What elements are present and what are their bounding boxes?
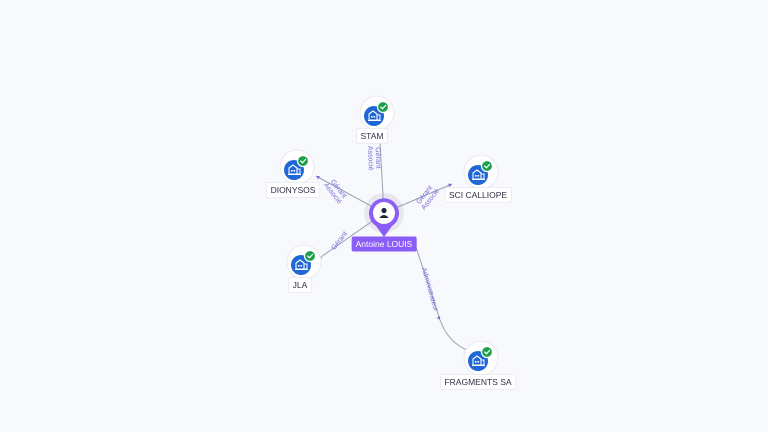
edge-arrow [316,175,320,180]
relation-role: Administrateur [420,267,439,313]
check-icon [480,345,494,359]
company-building-icon [472,355,485,366]
check-icon [376,100,390,114]
check-icon [303,249,317,263]
company-name-box [444,187,512,203]
company-name-box [356,128,388,144]
company-node-jla[interactable]: JLA [286,244,322,293]
relation-role: Gérant [330,230,349,251]
edge-relation-label: GérantAssocié [415,183,442,211]
company-building-icon [295,259,308,270]
company-building-icon [472,169,485,180]
check-icon [480,159,494,173]
person-name: Antoine LOUIS [356,239,413,249]
person-node[interactable]: Antoine LOUIS [351,198,417,252]
edge-arrow [448,183,452,188]
company-building-icon [368,110,381,121]
check-icon [296,154,310,168]
edge-arrow [436,316,441,320]
company-node-sci-calliope[interactable]: SCI CALLIOPE [444,154,512,203]
company-name: SCI CALLIOPE [449,190,507,200]
company-name: JLA [293,280,308,290]
company-node-fragments-sa[interactable]: FRAGMENTS SA [440,340,517,390]
company-name: STAM [361,131,384,141]
relation-role: Gérant [374,147,382,169]
company-name-box [266,182,321,198]
company-name: FRAGMENTS SA [444,377,511,387]
company-name-box [288,277,313,293]
edge-line [413,240,468,351]
edge-relation-label: Administrateur [420,267,439,313]
person-name-box [351,236,417,252]
company-name-box [440,374,517,390]
person-icon [379,207,389,218]
company-node-stam[interactable]: STAM [356,95,395,144]
edge-relation-label: Gérant [330,230,349,251]
edge-fragments-sa: Administrateur [413,240,468,351]
company-node-dionysos[interactable]: DIONYSOS [266,149,321,198]
company-name: DIONYSOS [271,185,316,195]
company-building-icon [288,164,301,175]
relation-role: Associé [366,146,374,171]
edge-relation-label: GérantAssocié [366,146,381,171]
